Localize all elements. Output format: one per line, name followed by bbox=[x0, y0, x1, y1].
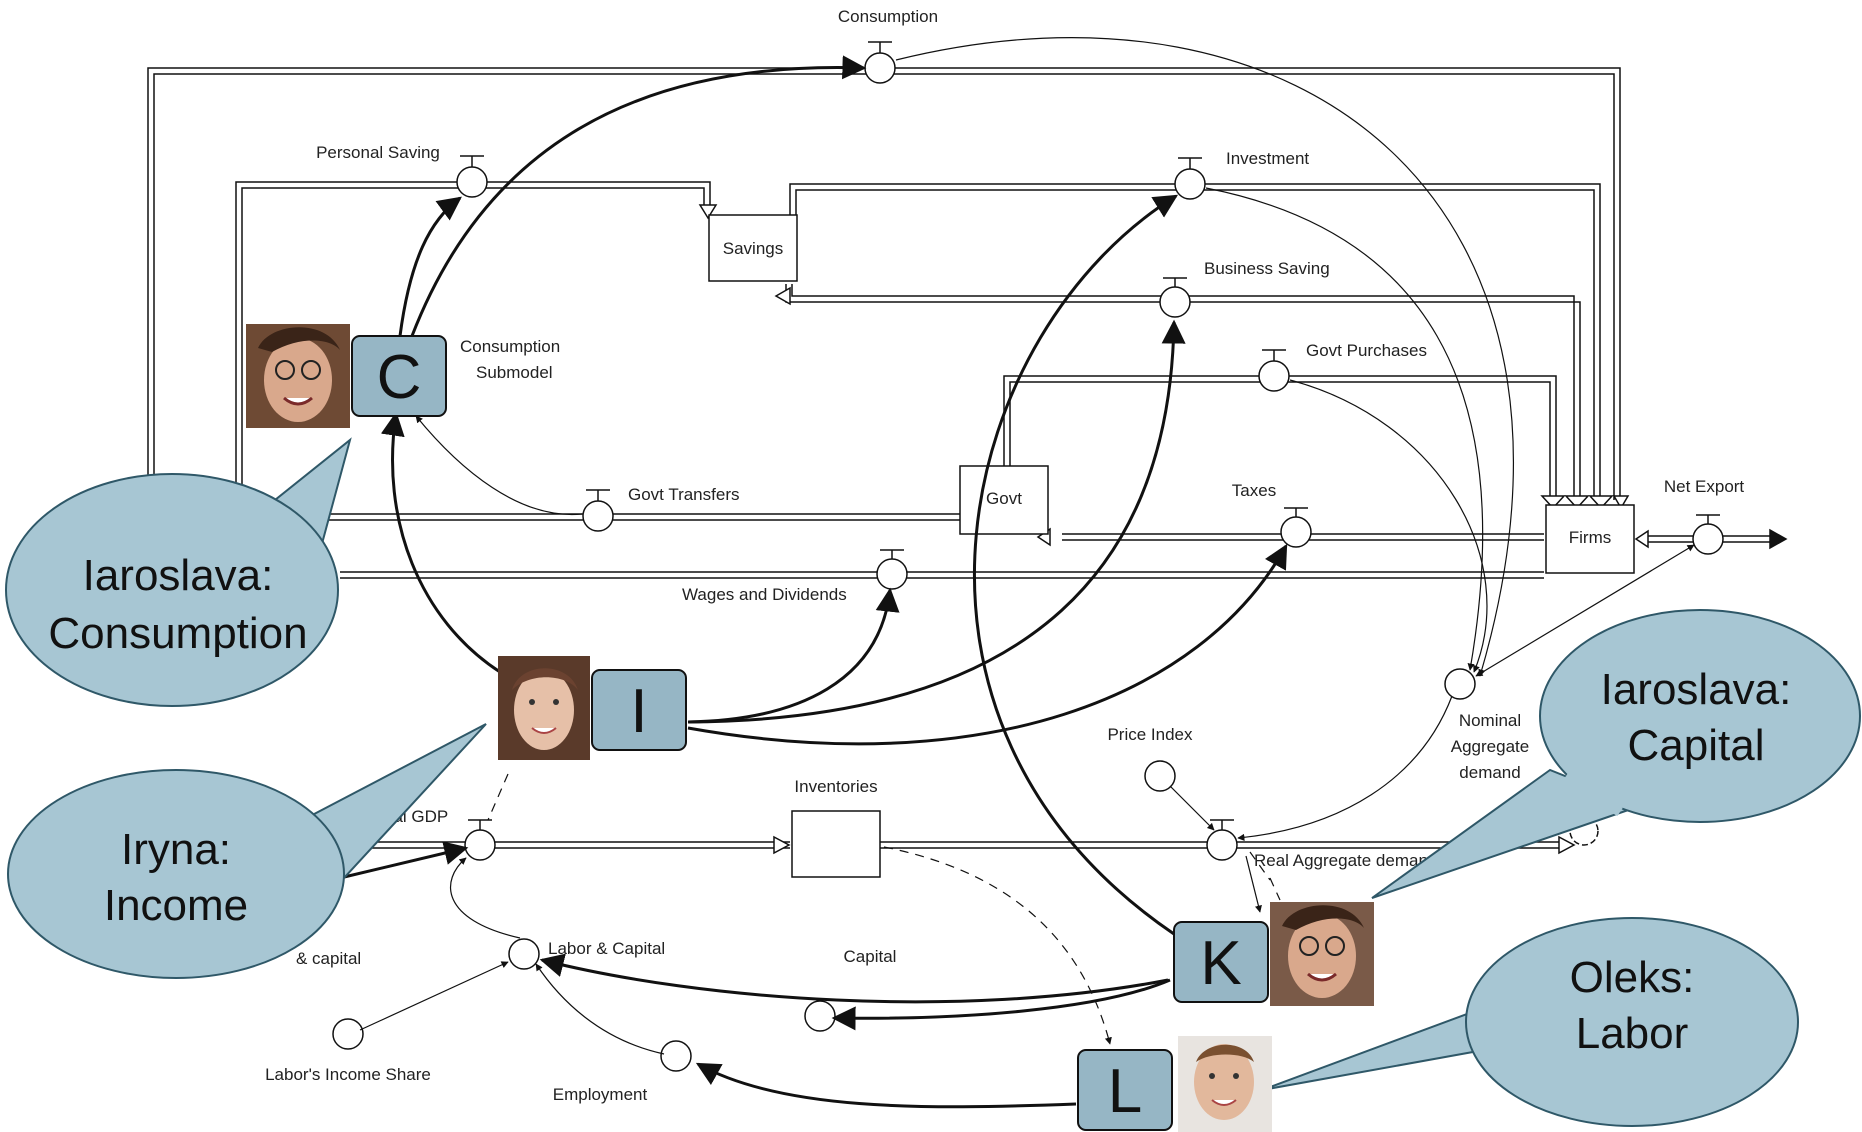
valve-real-gdp[interactable] bbox=[464, 819, 496, 861]
submodel-i[interactable]: I bbox=[591, 669, 687, 751]
connectors-thick bbox=[339, 55, 1288, 1109]
stock-firms-label: Firms bbox=[1569, 528, 1611, 547]
label-net-export: Net Export bbox=[1664, 477, 1745, 496]
bubble-iryna-income: Iryna: Income bbox=[7, 723, 487, 979]
auxiliaries bbox=[332, 668, 1476, 1072]
aux-nominal-aggregate-demand[interactable] bbox=[1444, 668, 1476, 700]
submodel-c[interactable]: C bbox=[351, 335, 447, 417]
connectors-thin bbox=[359, 37, 1695, 1055]
submodel-k-letter: K bbox=[1200, 929, 1241, 998]
stock-inventories[interactable]: Inventories bbox=[791, 777, 881, 878]
valve-investment[interactable] bbox=[1174, 157, 1206, 200]
diagram-labels: Consumption Personal Saving Investment B… bbox=[265, 7, 1744, 1104]
stock-firms[interactable]: Firms bbox=[1545, 504, 1635, 574]
valve-wages-dividends[interactable] bbox=[876, 549, 908, 590]
aux-labors-income-share[interactable] bbox=[332, 1018, 364, 1050]
submodel-l-letter: L bbox=[1108, 1057, 1142, 1126]
label-consumption-submodel-1: Consumption bbox=[460, 337, 560, 356]
label-labors-income-share: Labor's Income Share bbox=[265, 1065, 431, 1084]
connectors-dashed bbox=[487, 773, 1281, 1045]
valve-personal-saving[interactable] bbox=[456, 155, 488, 198]
bubble-iaroslava-capital: Iaroslava: Capital bbox=[1371, 609, 1861, 899]
bubble-oleks-labor-line2: Labor bbox=[1576, 1009, 1689, 1058]
aux-price-index[interactable] bbox=[1144, 760, 1176, 792]
stock-govt[interactable]: Govt bbox=[959, 465, 1049, 535]
label-taxes: Taxes bbox=[1232, 481, 1276, 500]
valve-business-saving[interactable] bbox=[1159, 277, 1191, 318]
bubble-iryna-income-line2: Income bbox=[104, 881, 248, 930]
label-govt-transfers: Govt Transfers bbox=[628, 485, 739, 504]
flow-valves bbox=[456, 41, 1724, 861]
valve-taxes[interactable] bbox=[1280, 507, 1312, 548]
label-nominal-2: Aggregate bbox=[1451, 737, 1529, 756]
label-employment: Employment bbox=[553, 1085, 648, 1104]
label-investment: Investment bbox=[1226, 149, 1309, 168]
portrait-iaroslava-top bbox=[246, 324, 350, 428]
submodel-i-letter: I bbox=[630, 677, 647, 746]
label-business-saving: Business Saving bbox=[1204, 259, 1330, 278]
label-wages-dividends: Wages and Dividends bbox=[682, 585, 847, 604]
stock-govt-label: Govt bbox=[986, 489, 1022, 508]
label-nominal-3: demand bbox=[1459, 763, 1520, 782]
bubble-iaroslava-capital-line2: Capital bbox=[1628, 721, 1765, 770]
portrait-oleks bbox=[1178, 1036, 1272, 1132]
stock-inventories-label: Inventories bbox=[794, 777, 877, 796]
portrait-iryna bbox=[498, 656, 590, 760]
stock-savings[interactable]: Savings bbox=[708, 214, 798, 282]
label-govt-purchases: Govt Purchases bbox=[1306, 341, 1427, 360]
label-labor-and-capital: Labor & Capital bbox=[548, 939, 665, 958]
portrait-iaroslava-bottom bbox=[1270, 902, 1374, 1006]
label-price-index: Price Index bbox=[1107, 725, 1193, 744]
bubble-oleks-labor: Oleks: Labor bbox=[1261, 917, 1799, 1127]
label-personal-saving: Personal Saving bbox=[316, 143, 440, 162]
submodel-c-letter: C bbox=[377, 343, 422, 412]
valve-govt-purchases[interactable] bbox=[1258, 349, 1290, 392]
valve-net-export[interactable] bbox=[1692, 514, 1724, 555]
submodel-k[interactable]: K bbox=[1173, 921, 1269, 1003]
submodel-l[interactable]: L bbox=[1077, 1049, 1173, 1131]
label-consumption: Consumption bbox=[838, 7, 938, 26]
aux-capital[interactable] bbox=[804, 1000, 836, 1032]
bubble-iaroslava-consumption-line2: Consumption bbox=[48, 609, 307, 658]
aux-labor-and-capital[interactable] bbox=[508, 938, 540, 970]
valve-real-aggregate-demand[interactable] bbox=[1206, 819, 1238, 861]
bubble-iryna-income-line1: Iryna: bbox=[121, 825, 231, 874]
label-consumption-submodel-2: Submodel bbox=[476, 363, 553, 382]
aux-employment[interactable] bbox=[660, 1040, 692, 1072]
label-nominal-1: Nominal bbox=[1459, 711, 1521, 730]
label-capital: Capital bbox=[844, 947, 897, 966]
bubble-oleks-labor-line1: Oleks: bbox=[1570, 953, 1695, 1002]
label-real-aggregate-demand: Real Aggregate demand bbox=[1254, 851, 1437, 870]
valve-govt-transfers[interactable] bbox=[582, 489, 614, 532]
valve-consumption[interactable] bbox=[864, 41, 896, 84]
bubble-iaroslava-consumption: Iaroslava: Consumption bbox=[5, 437, 352, 707]
stock-savings-label: Savings bbox=[723, 239, 783, 258]
bubble-iaroslava-capital-line1: Iaroslava: bbox=[1601, 665, 1792, 714]
flow-arrowheads bbox=[698, 204, 1788, 855]
bubble-iaroslava-consumption-line1: Iaroslava: bbox=[83, 551, 274, 600]
label-partial-capital: & capital bbox=[296, 949, 361, 968]
